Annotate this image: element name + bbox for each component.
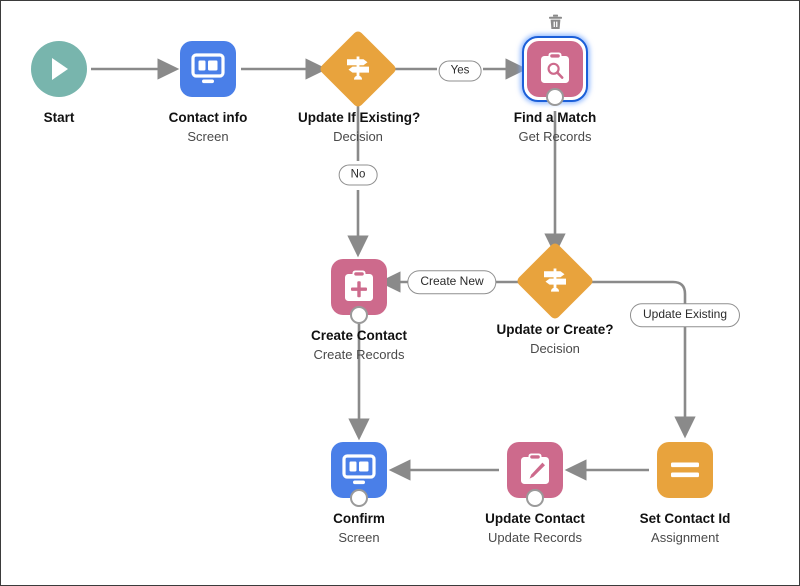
flow-node-confirm[interactable]: Confirm Screen [299, 442, 419, 546]
flow-node-contact-info[interactable]: Contact info Screen [148, 41, 268, 145]
node-label-name: Start [43, 110, 75, 125]
node-label-name: Create Contact [310, 328, 408, 343]
node-label-name: Contact info [168, 110, 248, 125]
trash-icon [548, 14, 562, 29]
node-connector-nub[interactable] [350, 306, 368, 324]
node-label-type: Create Records [313, 346, 405, 362]
start-shape[interactable] [31, 41, 87, 97]
node-label-name: Update or Create? [496, 322, 614, 337]
screen-element-tile [331, 442, 387, 498]
node-label-name: Update Contact [485, 511, 585, 526]
flow-node-start[interactable]: Start [1, 41, 119, 127]
node-connector-nub[interactable] [350, 489, 368, 507]
decision-signpost-icon [544, 268, 566, 292]
node-label-name: Find a Match [513, 110, 597, 125]
node-label-name: Update If Existing? [298, 110, 421, 125]
flow-node-update-contact[interactable]: Update Contact Update Records [475, 442, 595, 546]
decision-icon-holder [330, 41, 386, 97]
node-label-type: Assignment [651, 529, 719, 545]
node-connector-nub[interactable] [546, 88, 564, 106]
decision-shape[interactable] [515, 241, 595, 321]
node-connector-nub[interactable] [526, 489, 544, 507]
node-label-type: Screen [187, 128, 229, 144]
confirm-shape[interactable] [331, 442, 387, 507]
create-records-tile [331, 259, 387, 315]
decision-shape[interactable] [318, 29, 398, 109]
flow-node-find-a-match[interactable]: Find a Match Get Records [495, 14, 615, 145]
connector-label-yes[interactable]: Yes [438, 60, 482, 82]
node-label-type: Update Records [488, 529, 582, 545]
clipboard-search-icon [541, 52, 569, 83]
node-label-name: Set Contact Id [639, 511, 731, 526]
flow-node-set-contact-id[interactable]: Set Contact Id Assignment [625, 442, 745, 546]
flow-node-update-if-existing[interactable]: Update If Existing? Decision [298, 29, 421, 145]
node-label-type: Get Records [518, 128, 592, 144]
connector-label-create-new[interactable]: Create New [407, 270, 497, 294]
find-a-match-shape[interactable] [522, 14, 588, 106]
play-icon [52, 58, 68, 80]
node-label-type: Decision [333, 128, 383, 144]
connector-label-update-existing[interactable]: Update Existing [629, 303, 741, 327]
flow-node-update-or-create[interactable]: Update or Create? Decision [495, 241, 615, 357]
flow-node-create-contact[interactable]: Create Contact Create Records [299, 259, 419, 363]
node-label-type: Decision [530, 340, 580, 356]
equals-icon [671, 462, 699, 478]
node-label-name: Confirm [333, 511, 385, 526]
set-contact-id-shape[interactable] [657, 442, 713, 498]
decision-signpost-icon [347, 56, 369, 80]
start-circle [31, 41, 87, 97]
create-contact-shape[interactable] [331, 259, 387, 324]
update-records-tile [507, 442, 563, 498]
screen-icon [191, 53, 225, 84]
clipboard-pencil-icon [521, 453, 549, 484]
update-contact-shape[interactable] [507, 442, 563, 507]
decision-icon-holder [527, 253, 583, 309]
connector-label-no[interactable]: No [338, 164, 378, 186]
assignment-tile [657, 442, 713, 498]
delete-element-button[interactable] [546, 13, 564, 31]
screen-icon [342, 454, 376, 485]
clipboard-plus-icon [345, 270, 373, 301]
contact-info-shape[interactable] [180, 41, 236, 97]
get-records-tile [527, 41, 583, 97]
node-label-type: Screen [338, 529, 380, 545]
screen-element-tile [180, 41, 236, 97]
